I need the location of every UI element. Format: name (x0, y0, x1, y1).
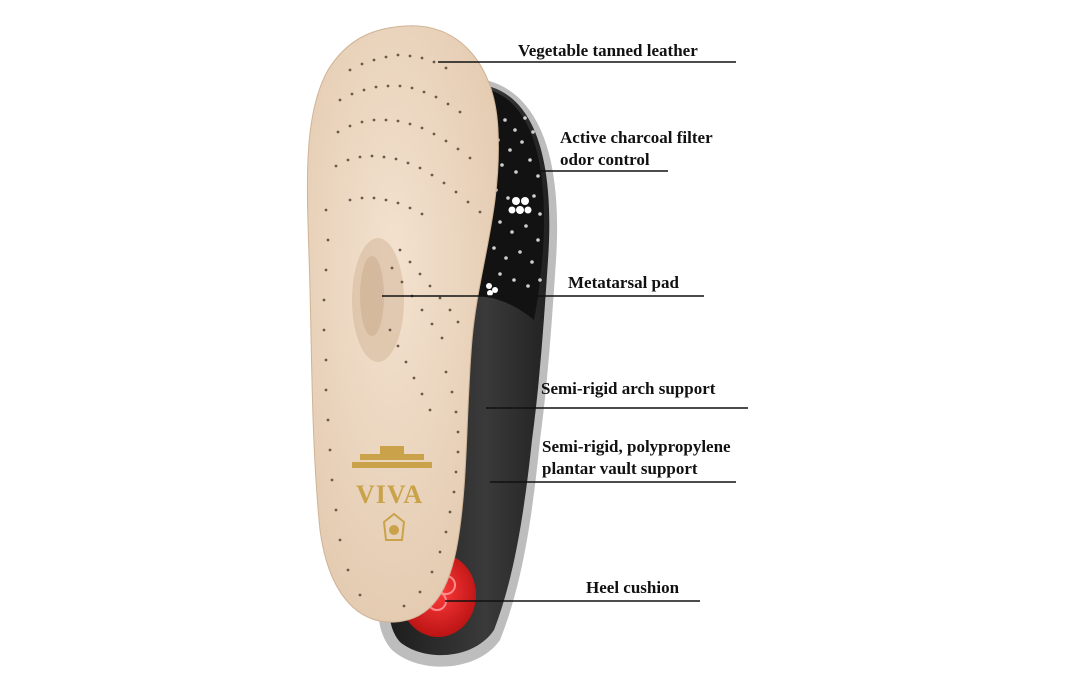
label-line: plantar vault support (542, 459, 698, 478)
label-line: Active charcoal filter (560, 128, 713, 147)
leather-top (306, 25, 499, 623)
charcoal-flower (486, 197, 532, 296)
label-line: odor control (560, 150, 650, 169)
label-line: Semi-rigid arch support (541, 379, 716, 398)
leader-lines (382, 61, 748, 602)
leather-seal-logo (382, 512, 406, 541)
brand-crown-logo (352, 446, 432, 468)
label-heel-cushion: Heel cushion (586, 577, 679, 599)
label-arch-support: Semi-rigid arch support (541, 378, 715, 400)
label-metatarsal-pad: Metatarsal pad (568, 272, 679, 294)
label-line: Semi-rigid, polypropylene (542, 437, 731, 456)
brand-logo-text: VIVA (356, 480, 424, 509)
perforations (322, 53, 482, 608)
label-line: Heel cushion (586, 578, 680, 597)
label-vegetable-tanned-leather: Vegetable tanned leather (518, 40, 698, 62)
label-plantar-vault-support: Semi-rigid, polypropylene plantar vault … (542, 436, 731, 480)
label-line: Vegetable tanned leather (518, 41, 698, 60)
label-line: Metatarsal pad (568, 273, 679, 292)
label-active-charcoal-filter: Active charcoal filter odor control (560, 127, 713, 171)
